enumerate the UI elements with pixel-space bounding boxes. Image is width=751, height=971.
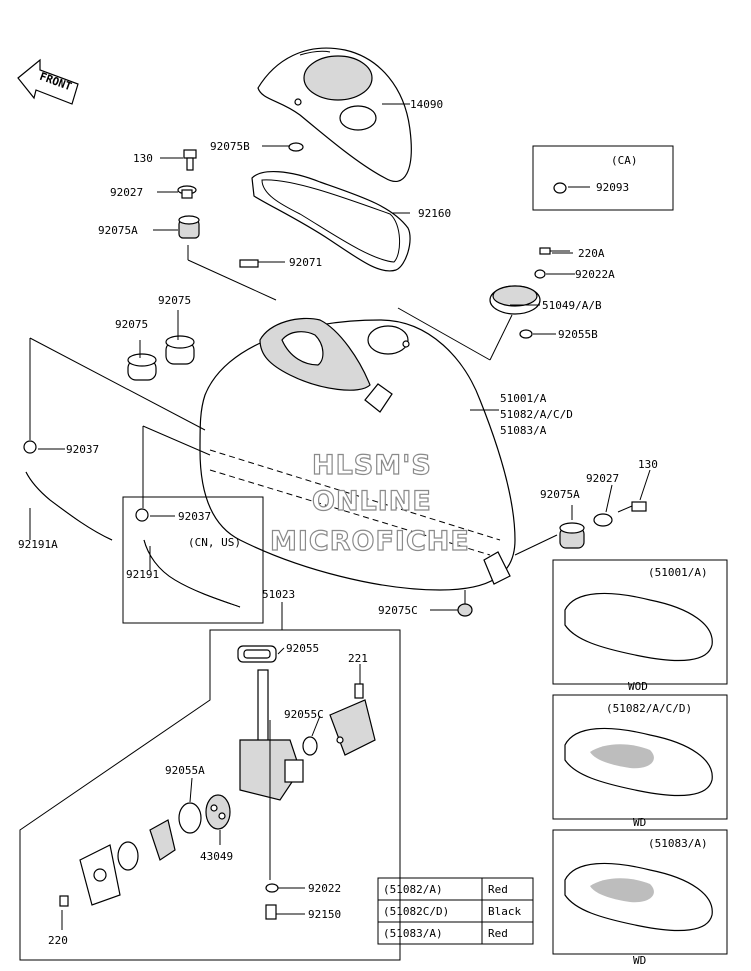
label-51001: 51001/A	[500, 392, 547, 405]
oring-92055A-part	[178, 802, 202, 834]
bolt-130-part	[183, 149, 197, 171]
table-color-3: Red	[488, 927, 508, 940]
label-51049: 51049/A/B	[542, 299, 602, 312]
label-14090: 14090	[410, 98, 443, 111]
bolt-92150-part	[265, 904, 277, 920]
screw-220-part	[59, 895, 69, 907]
washer-92022-part	[265, 883, 279, 893]
collar-92027-part	[177, 185, 197, 199]
label-92071: 92071	[289, 256, 322, 269]
color-table	[377, 877, 534, 945]
label-92075A-b: 92075A	[540, 488, 580, 501]
cnus-box	[122, 496, 264, 624]
gasket-43049-part	[205, 794, 231, 830]
ca-box	[532, 145, 674, 211]
label-92191: 92191	[126, 568, 159, 581]
variant-box-3	[552, 829, 728, 955]
label-92150: 92150	[308, 908, 341, 921]
clamp-92037-cn-part	[135, 508, 149, 522]
grommet-92075C-part	[457, 603, 473, 617]
oring-92055C-part	[302, 736, 318, 756]
label-130-a: 130	[133, 152, 153, 165]
label-130-b: 130	[638, 458, 658, 471]
washer-92075B-part	[288, 142, 304, 152]
table-color-1: Red	[488, 883, 508, 896]
label-221: 221	[348, 652, 368, 665]
label-ca: (CA)	[611, 154, 638, 167]
damper-92075-parts	[127, 335, 195, 381]
label-92075A-a: 92075A	[98, 224, 138, 237]
ring-part	[117, 841, 139, 871]
label-92037-a: 92037	[66, 443, 99, 456]
plate-part	[79, 844, 121, 906]
variant-1-title: (51001/A)	[648, 566, 708, 579]
front-arrow-icon: FRONT	[17, 58, 79, 105]
label-51082: 51082/A/C/D	[500, 408, 573, 421]
variant-box-2	[552, 694, 728, 820]
grommet-92075A-right-part	[559, 522, 585, 549]
label-92093: 92093	[596, 181, 629, 194]
label-92055: 92055	[286, 642, 319, 655]
lever-part	[149, 819, 176, 861]
label-92027-b: 92027	[586, 472, 619, 485]
variant-3-title: (51083/A)	[648, 837, 708, 850]
table-code-3: (51083/A)	[383, 927, 443, 940]
table-code-1: (51082/A)	[383, 883, 443, 896]
collar-92027-right-part	[593, 513, 613, 527]
watermark-line-2: ONLINE	[312, 486, 432, 517]
table-color-2: Black	[488, 905, 521, 918]
label-92075-b: 92075	[115, 318, 148, 331]
label-43049: 43049	[200, 850, 233, 863]
label-92160: 92160	[418, 207, 451, 220]
cap-51049-part	[489, 285, 541, 315]
label-92037-b: 92037	[178, 510, 211, 523]
oring-92055B-part	[519, 329, 533, 339]
label-cnus: (CN, US)	[188, 536, 241, 549]
leader-lines	[29, 103, 651, 930]
variant-1-caption: WOD	[628, 680, 648, 693]
bolt-130-right-part	[617, 501, 647, 513]
label-92055C: 92055C	[284, 708, 324, 721]
label-92027-a: 92027	[110, 186, 143, 199]
label-92191A: 92191A	[18, 538, 58, 551]
label-220A: 220A	[578, 247, 605, 260]
label-220: 220	[48, 934, 68, 947]
table-code-2: (51082C/D)	[383, 905, 449, 918]
dash-cover-part	[257, 47, 412, 183]
hose-92191A-part	[25, 471, 113, 541]
clamp-92037-part	[23, 440, 37, 454]
label-92075B: 92075B	[210, 140, 250, 153]
watermark-line-3: MICROFICHE	[270, 526, 470, 557]
clip-92071-part	[239, 259, 259, 268]
label-92075C: 92075C	[378, 604, 418, 617]
label-51083: 51083/A	[500, 424, 547, 437]
fuel-cock-valve-part	[239, 669, 304, 880]
variant-2-title: (51082/A/C/D)	[606, 702, 692, 715]
washer-92022A-part	[534, 269, 546, 279]
screw-220A-part	[539, 247, 570, 255]
screw-221-part	[354, 683, 364, 699]
cover-plate-part	[329, 699, 376, 756]
label-92055B: 92055B	[558, 328, 598, 341]
variant-2-caption: WD	[633, 816, 646, 829]
fuel-tank-part	[199, 317, 516, 591]
variant-3-caption: WD	[633, 954, 646, 967]
label-51023: 51023	[262, 588, 295, 601]
fuel-cock-box	[19, 629, 401, 961]
gasket-part	[251, 171, 411, 272]
label-92075-a: 92075	[158, 294, 191, 307]
nut-92093-part	[553, 182, 567, 194]
grommet-92075A-part	[178, 215, 200, 239]
label-92022A: 92022A	[575, 268, 615, 281]
watermark-line-1: HLSM'S	[312, 450, 432, 481]
variant-box-1	[552, 559, 728, 685]
label-92022: 92022	[308, 882, 341, 895]
label-92055A: 92055A	[165, 764, 205, 777]
